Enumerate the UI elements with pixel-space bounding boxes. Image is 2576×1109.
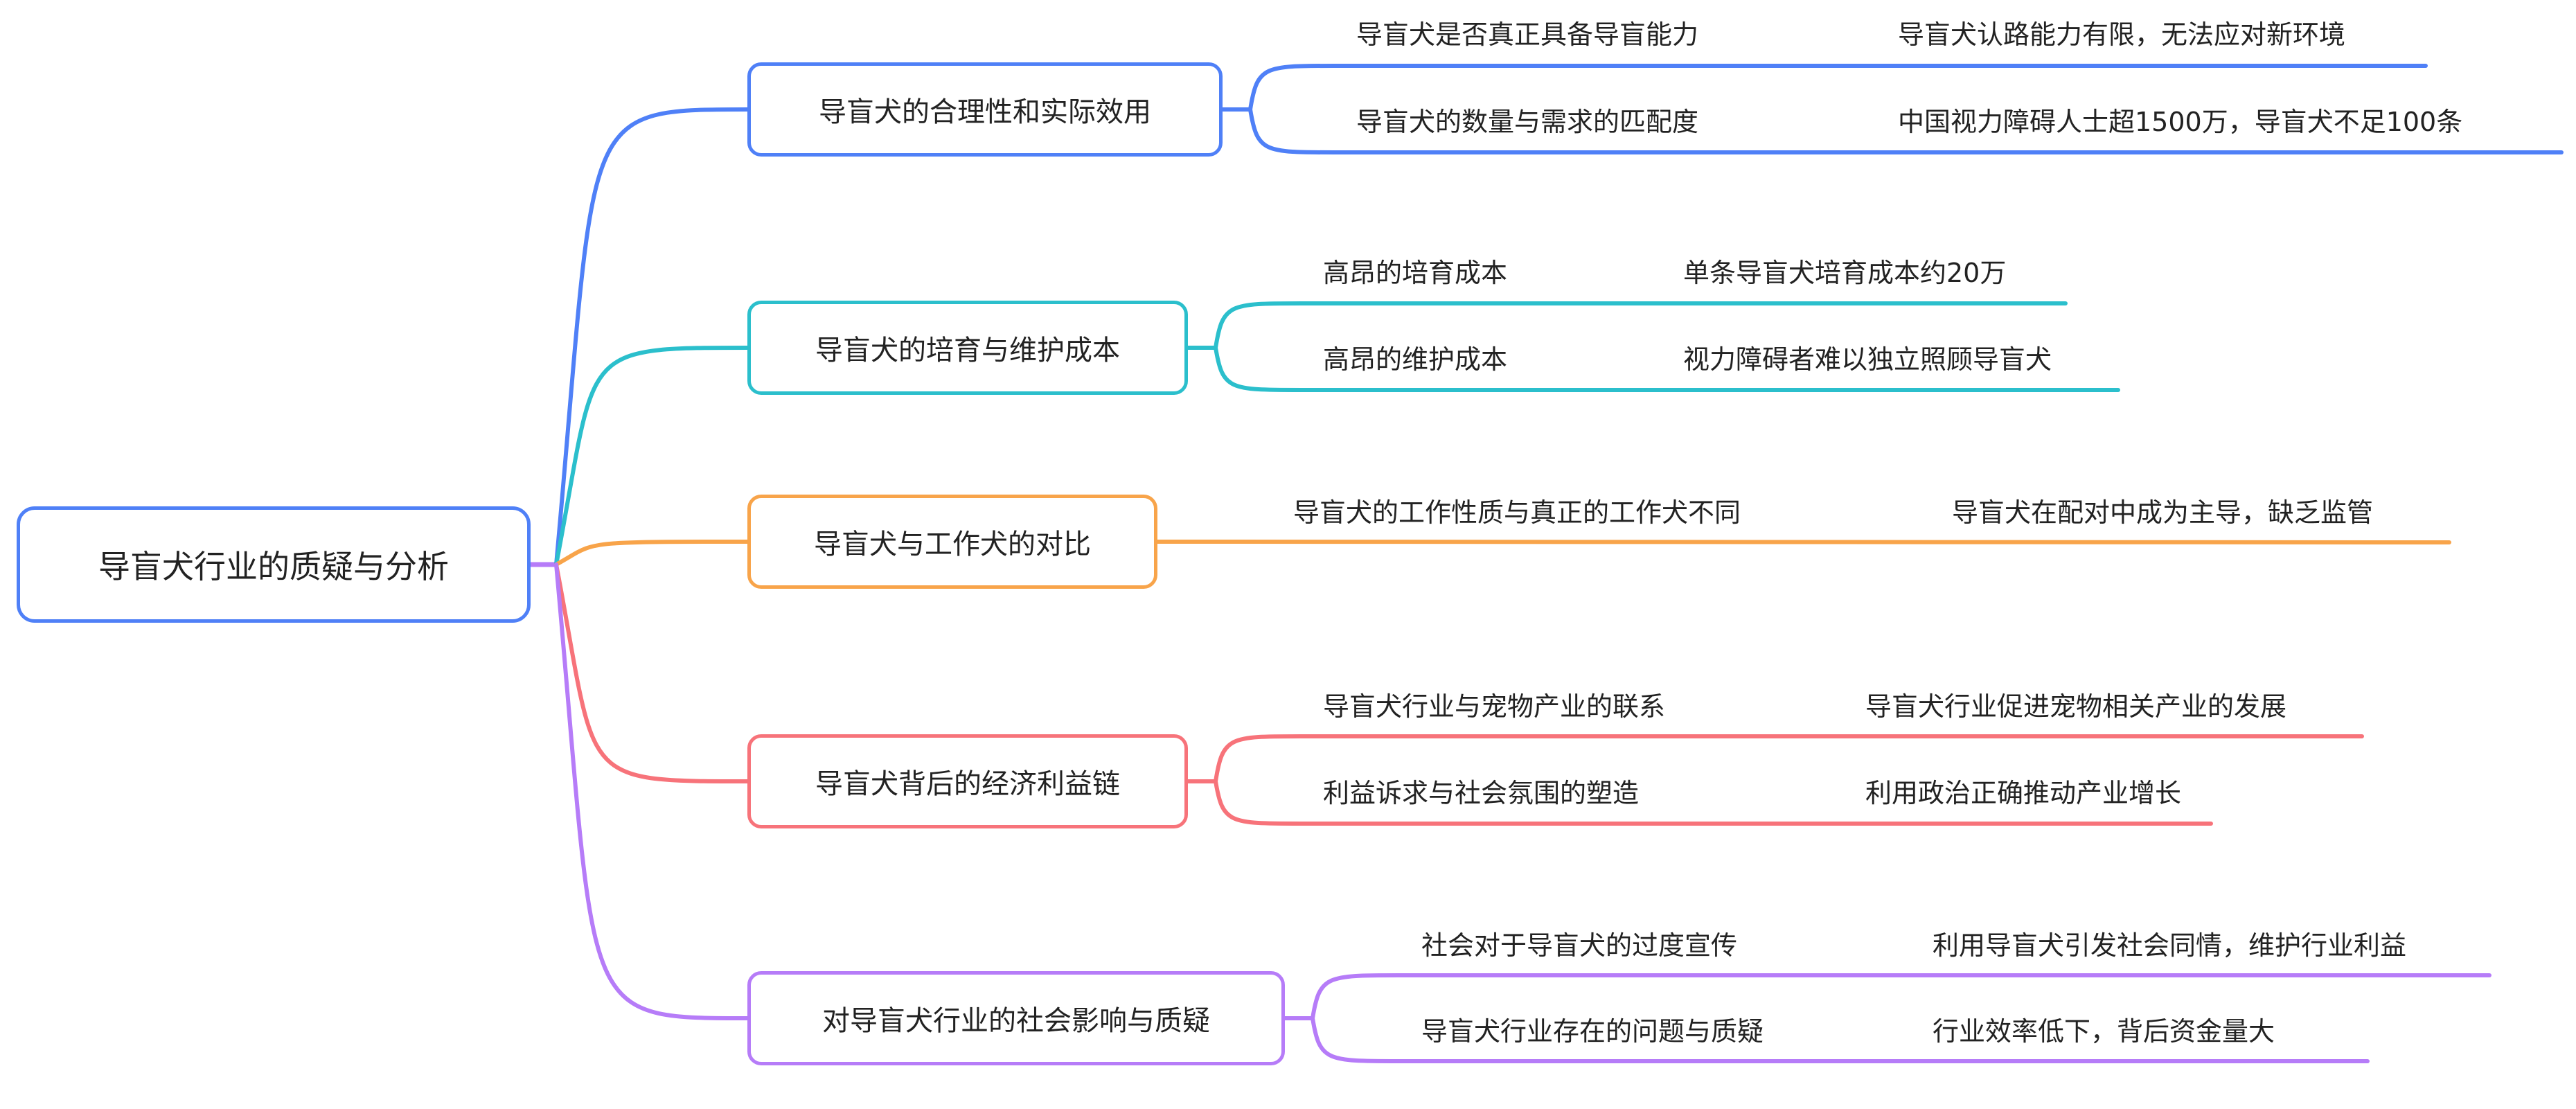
subtopic-detail[interactable]: 单条导盲犬培育成本约20万	[1683, 258, 2007, 288]
branch-topic-label: 导盲犬的合理性和实际效用	[819, 96, 1151, 128]
subtopic-connector-5-2	[1311, 1016, 1401, 1063]
branch-topic-label: 对导盲犬行业的社会影响与质疑	[822, 1005, 1210, 1037]
branch-connector-5	[554, 562, 749, 1020]
subtopic[interactable]: 社会对于导盲犬的过度宣传	[1421, 930, 1738, 961]
branch-topic-5[interactable]: 对导盲犬行业的社会影响与质疑	[747, 971, 1285, 1065]
subtopic-detail[interactable]: 导盲犬在配对中成为主导，缺乏监管	[1952, 497, 2374, 528]
subtopic-connector-2-1	[1214, 301, 1303, 350]
subtopic-connector-5-1	[1311, 973, 1401, 1020]
root-topic-label: 导盲犬行业的质疑与分析	[98, 548, 449, 585]
subtopic-detail[interactable]: 导盲犬行业促进宠物相关产业的发展	[1865, 691, 2287, 722]
branch-connector-3	[554, 540, 749, 567]
branch-topic-4[interactable]: 导盲犬背后的经济利益链	[747, 734, 1188, 828]
subtopic-connector-4-1	[1214, 734, 1303, 783]
subtopic[interactable]: 导盲犬行业与宠物产业的联系	[1323, 691, 1666, 722]
subtopic[interactable]: 高昂的培育成本	[1323, 258, 1508, 288]
subtopic[interactable]: 导盲犬的数量与需求的匹配度	[1356, 107, 1699, 137]
branch-topic-label: 导盲犬背后的经济利益链	[815, 768, 1120, 800]
subtopic-detail[interactable]: 导盲犬认路能力有限，无法应对新环境	[1898, 19, 2346, 50]
subtopic[interactable]: 导盲犬行业存在的问题与质疑	[1421, 1016, 1764, 1047]
root-topic[interactable]: 导盲犬行业的质疑与分析	[17, 506, 531, 623]
branch-topic-label: 导盲犬与工作犬的对比	[814, 529, 1091, 560]
subtopic[interactable]: 高昂的维护成本	[1323, 344, 1508, 375]
subtopic-connector-1-1	[1248, 64, 1336, 112]
subtopic-detail[interactable]: 利用政治正确推动产业增长	[1865, 778, 2182, 808]
branch-connector-4	[554, 562, 749, 783]
subtopic[interactable]: 利益诉求与社会氛围的塑造	[1323, 778, 1640, 808]
subtopic-detail[interactable]: 利用导盲犬引发社会同情，维护行业利益	[1933, 930, 2407, 961]
branch-topic-3[interactable]: 导盲犬与工作犬的对比	[747, 495, 1157, 589]
subtopic-connector-4-2	[1214, 779, 1303, 826]
subtopic-detail[interactable]: 行业效率低下，背后资金量大	[1933, 1016, 2275, 1047]
subtopic-detail[interactable]: 视力障碍者难以独立照顾导盲犬	[1683, 344, 2052, 375]
branch-connector-1	[554, 107, 749, 567]
branch-topic-label: 导盲犬的培育与维护成本	[815, 335, 1120, 366]
subtopic[interactable]: 导盲犬是否真正具备导盲能力	[1356, 19, 1699, 50]
branch-topic-2[interactable]: 导盲犬的培育与维护成本	[747, 301, 1188, 395]
subtopic-connector-2-2	[1214, 346, 1303, 392]
subtopic-connector-1-2	[1248, 107, 1336, 154]
branch-topic-1[interactable]: 导盲犬的合理性和实际效用	[747, 62, 1223, 157]
branch-connector-2	[554, 346, 749, 567]
subtopic-detail[interactable]: 中国视力障碍人士超1500万，导盲犬不足100条	[1898, 107, 2463, 137]
subtopic[interactable]: 导盲犬的工作性质与真正的工作犬不同	[1293, 497, 1741, 528]
